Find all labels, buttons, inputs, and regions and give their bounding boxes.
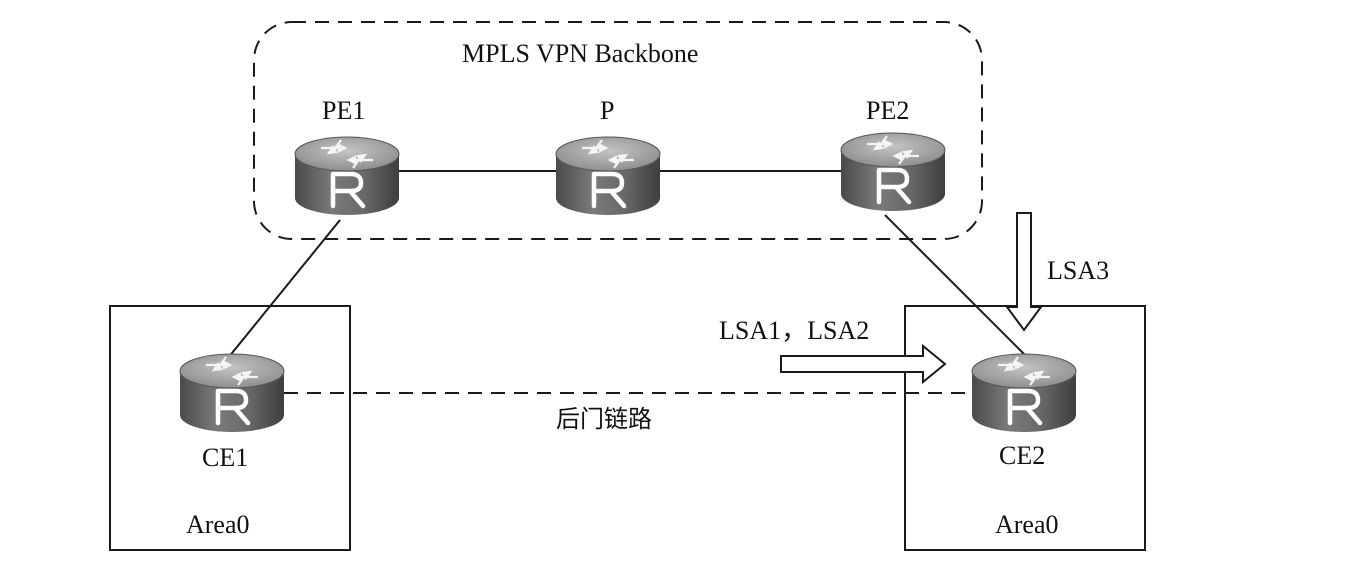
area-box-left — [109, 305, 351, 551]
backbone-boundary — [253, 21, 983, 240]
link-pe2-ce2 — [884, 214, 1027, 357]
router-icon-pe2 — [841, 133, 945, 211]
router-label-pe1: PE1 — [322, 96, 366, 125]
lsa-right-label: LSA1，LSA2 — [719, 316, 870, 345]
backbone-label: MPLS VPN Backbone — [462, 39, 699, 68]
lsa-down-label: LSA3 — [1047, 256, 1110, 285]
router-icon-p — [556, 137, 660, 215]
router-label-p: P — [600, 96, 615, 125]
lsa-right-arrow — [780, 343, 947, 385]
area-label-left: Area0 — [186, 510, 250, 539]
router-icon-ce2 — [972, 354, 1076, 432]
router-icon-pe1 — [295, 137, 399, 215]
link-pe1-ce1 — [227, 219, 341, 359]
router-label-pe2: PE2 — [866, 96, 910, 125]
backdoor-link-label: 后门链路 — [556, 405, 652, 433]
router-label-ce2: CE2 — [999, 441, 1046, 470]
router-icon-ce1 — [180, 354, 284, 432]
lsa-down-arrow — [1005, 212, 1043, 332]
router-label-ce1: CE1 — [202, 443, 249, 472]
area-label-right: Area0 — [995, 510, 1059, 539]
